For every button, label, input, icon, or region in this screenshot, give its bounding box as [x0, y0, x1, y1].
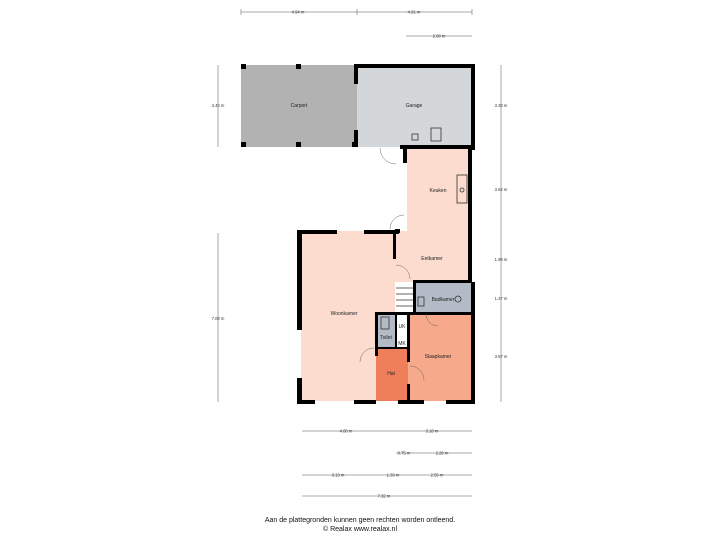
garage-wall-bottom [400, 145, 475, 149]
kitchen-hob [459, 187, 465, 193]
dim-top-sub: 2.08 m [433, 34, 446, 39]
garage-sink [430, 127, 442, 142]
dim-left-upper: 3.40 m [212, 103, 225, 108]
dim-top-right: 4.91 m [408, 10, 421, 15]
toilet-area [376, 314, 396, 348]
dim-right-2: 3.52 m [495, 187, 508, 192]
door-swing-eetkamer [395, 264, 411, 280]
garage-wall-left-lower [354, 130, 358, 147]
wall-hal-right [407, 312, 410, 362]
dim-right-1: 3.33 m [495, 103, 508, 108]
dim-bottom-2-left: 0.75 m [398, 451, 411, 456]
wall-eetkamer-bad [413, 280, 472, 283]
footer-disclaimer-line: Aan de plattegronden kunnen geen rechten… [264, 517, 456, 524]
room-label-mk: MK [398, 341, 406, 347]
dim-left-lower: 7.09 m [212, 316, 225, 321]
keuken-wall-left [403, 145, 407, 163]
hal-area [376, 348, 408, 401]
wall-bad-left [413, 280, 416, 312]
toilet-bowl [380, 316, 390, 330]
room-label-uk: UK [399, 324, 407, 330]
footer-copyright: © Realax www.realax.nl [322, 526, 398, 533]
footer-disclaimer: Aan de plattegronden kunnen geen rechten… [0, 516, 720, 534]
dim-bottom-3-c: 2.55 m [431, 473, 444, 478]
room-label-badkamer: Badkamer [432, 297, 455, 303]
bath-toilet [417, 296, 425, 307]
dim-bottom-3-a: 3.13 m [332, 473, 345, 478]
room-label-hal: Hal [387, 371, 395, 377]
kitchen-counter [456, 174, 468, 204]
house-wall-bottom-d [446, 400, 475, 404]
slaapkamer-area [408, 314, 472, 401]
room-label-eetkamer: Eetkamer [421, 256, 443, 262]
room-label-slaapkamer: Slaapkamer [425, 354, 452, 360]
garage-area [357, 65, 472, 147]
house-wall-bottom-b [354, 400, 376, 404]
uk-area [396, 314, 408, 338]
door-swing-woonkamer [359, 347, 375, 363]
house-wall-bottom-a [297, 400, 315, 404]
room-label-toilet: Toilet [380, 335, 392, 341]
keuken-wall-right [468, 145, 472, 237]
wall-toilet-right [395, 312, 397, 348]
garage-wall-top [354, 64, 475, 68]
house-wall-right [471, 282, 475, 404]
room-label-garage: Garage [406, 103, 423, 109]
dim-right-4: 1.27 m [495, 296, 508, 301]
carport-post [241, 64, 246, 69]
house-wall-left-bottom [297, 378, 302, 404]
dim-bottom-2-right: 2.26 m [436, 451, 449, 456]
dim-right-5: 3.57 m [495, 354, 508, 359]
dim-right-3: 1.99 m [495, 257, 508, 262]
dim-bottom-1-left: 4.00 m [340, 429, 353, 434]
carport-post [241, 142, 246, 147]
room-label-woonkamer: Woonkamer [331, 311, 358, 317]
wall-eetkamer-woonkamer [393, 231, 396, 259]
eetkamer-area [395, 231, 468, 282]
badkamer-area [415, 282, 472, 314]
dim-bottom-total: 7.32 m [378, 494, 391, 499]
door-swing-garage [379, 147, 397, 165]
dim-bottom-3-b: 1.33 m [387, 473, 400, 478]
stair-area [395, 282, 415, 312]
wall-bad-bottom [376, 312, 475, 315]
carport-post [296, 64, 301, 69]
dim-top-left: 4.94 m [292, 10, 305, 15]
wall-hal-top [375, 347, 409, 349]
door-swing-keuken [389, 214, 405, 230]
door-swing-slaapkamer [409, 365, 425, 381]
garage-wall-right [471, 64, 475, 150]
wall-toilet-left [375, 312, 378, 350]
keuken-area [407, 148, 468, 231]
carport-post [296, 142, 301, 147]
house-wall-top [297, 230, 337, 234]
door-swing-bad [425, 313, 439, 327]
garage-fixture [411, 133, 419, 141]
house-wall-top-b [364, 230, 399, 234]
house-wall-bottom-c [398, 400, 424, 404]
carport-area [241, 65, 357, 147]
dim-bottom-1-right: 3.18 m [426, 429, 439, 434]
garage-wall-left [354, 64, 358, 84]
eetkamer-wall-right [468, 231, 472, 283]
wall-hal-right-low [407, 384, 410, 402]
room-label-carport: Carport [291, 103, 308, 109]
mk-area [396, 338, 408, 348]
bath-sink [454, 295, 462, 303]
wall-hal-left [375, 348, 378, 356]
room-label-keuken: Keuken [430, 188, 447, 194]
house-wall-left-top [297, 230, 302, 330]
